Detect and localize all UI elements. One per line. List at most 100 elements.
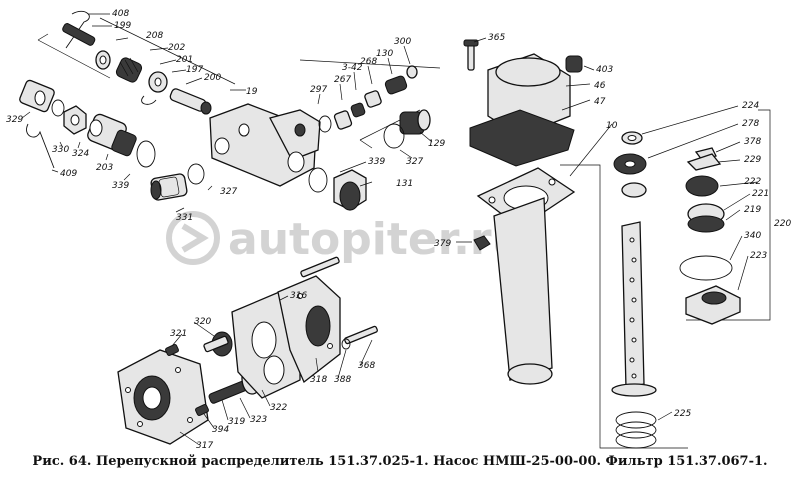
label-329: 329: [6, 115, 23, 125]
label-223: 223: [750, 251, 767, 261]
label-222: 222: [744, 177, 761, 187]
valve-housing-19: [209, 103, 321, 187]
label-203: 203: [96, 163, 113, 173]
fitting-329: [19, 79, 55, 113]
label-10: 10: [606, 121, 618, 131]
seal-330: [51, 99, 65, 117]
label-200: 200: [204, 73, 221, 83]
label-208: 208: [146, 31, 163, 41]
pin-394: [195, 403, 209, 417]
label-327b: 327: [406, 157, 423, 167]
label-379: 379: [434, 239, 451, 249]
cover-317: [117, 349, 209, 445]
part-labels: 408 199 208 202 201 197 200 19 329 330 3…: [6, 9, 791, 451]
label-129: 129: [428, 139, 445, 149]
leader-lines: [21, 13, 759, 445]
cotter-pin-408: [65, 10, 90, 49]
label-46: 46: [594, 81, 606, 91]
pin-321: [165, 343, 179, 357]
label-199: 199: [114, 21, 131, 31]
label-268: 268: [360, 57, 377, 67]
label-219: 219: [744, 205, 761, 215]
label-323: 323: [250, 415, 267, 425]
oring-339a: [136, 140, 156, 168]
bypass-valve-assembly: [19, 10, 441, 211]
oring-327a: [187, 163, 205, 185]
label-394: 394: [212, 425, 229, 435]
label-225: 225: [674, 409, 691, 419]
part-268: [364, 90, 382, 108]
watermark-text: autopiter.ru: [228, 214, 523, 265]
label-197: 197: [186, 65, 203, 75]
plug-403: [565, 55, 583, 73]
label-365: 365: [488, 33, 505, 43]
label-378: 378: [744, 137, 761, 147]
spring-202: [115, 57, 143, 83]
label-330: 330: [52, 145, 69, 155]
spring-225: [615, 411, 657, 449]
label-202: 202: [168, 43, 185, 53]
oring-327b: [383, 123, 405, 149]
part-379: [473, 235, 491, 251]
label-220: 220: [774, 219, 791, 229]
label-316: 316: [290, 291, 307, 301]
label-409: 409: [60, 169, 77, 179]
union-203: [87, 113, 137, 157]
bolt-upper: [300, 256, 340, 278]
oring-297: [318, 115, 332, 133]
label-342: 3-42: [342, 63, 363, 73]
filter-housing: [463, 39, 583, 385]
plug-129: [399, 109, 431, 135]
oring-339b: [308, 167, 328, 193]
label-403: 403: [596, 65, 613, 75]
nut-324: [63, 105, 87, 135]
label-297: 297: [310, 85, 327, 95]
part-342: [350, 102, 366, 118]
label-388: 388: [334, 375, 351, 385]
label-317: 317: [196, 441, 213, 451]
label-320: 320: [194, 317, 211, 327]
plug-131: [333, 169, 367, 211]
label-19: 19: [246, 87, 258, 97]
tube-10: [476, 167, 576, 385]
label-324: 324: [72, 149, 89, 159]
washer-388: [341, 338, 351, 350]
seat-223: [685, 285, 741, 325]
label-368: 368: [358, 361, 375, 371]
label-201: 201: [176, 55, 193, 65]
nut-229: [686, 153, 722, 171]
label-130: 130: [376, 49, 393, 59]
label-131: 131: [396, 179, 413, 189]
gasket-47: [469, 109, 575, 167]
part-300: [406, 65, 418, 79]
figure-caption: Рис. 64. Перепускной распределитель 151.…: [32, 454, 768, 469]
valve-200: [169, 88, 212, 115]
disc-222: [685, 175, 719, 197]
label-408: 408: [112, 9, 129, 19]
label-278: 278: [742, 119, 759, 129]
pin-199: [62, 23, 96, 46]
label-224: 224: [742, 101, 759, 111]
oring-340: [679, 255, 733, 281]
bolt-368: [344, 325, 378, 345]
pump-assembly: [117, 256, 378, 445]
label-321: 321: [170, 329, 187, 339]
label-340: 340: [744, 231, 761, 241]
part-267: [333, 110, 353, 130]
label-339b: 339: [368, 157, 385, 167]
filter-assembly: [560, 109, 771, 449]
cover-318: [277, 275, 341, 384]
label-319: 319: [228, 417, 245, 427]
label-322: 322: [270, 403, 287, 413]
leader-bracket-filter: [560, 109, 771, 449]
spring-130: [384, 75, 408, 95]
label-331: 331: [176, 213, 193, 223]
gear-320: [203, 331, 233, 357]
fitting-331: [150, 173, 188, 201]
ring-197: [141, 95, 157, 105]
label-47: 47: [594, 97, 606, 107]
label-327a: 327: [220, 187, 237, 197]
pin-409: [26, 123, 55, 169]
leader-bracket: [37, 17, 236, 85]
